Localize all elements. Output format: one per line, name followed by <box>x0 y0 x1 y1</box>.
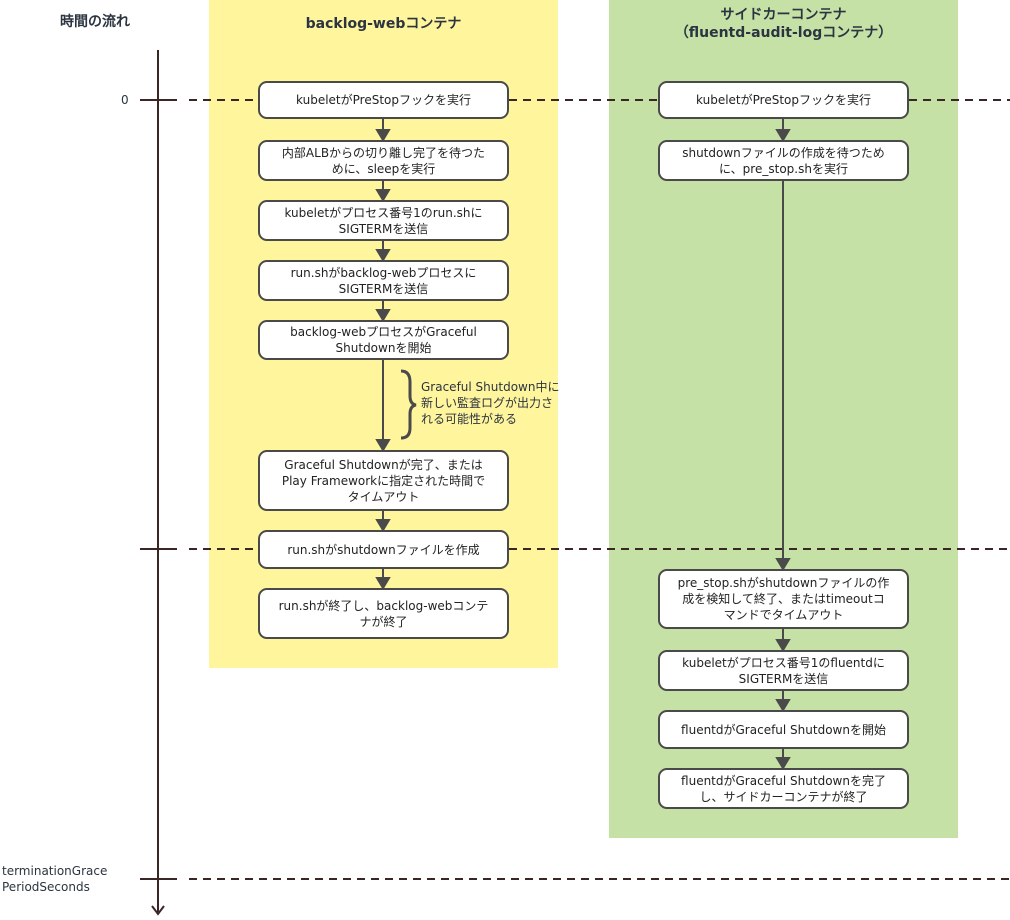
sidecar-title-line1: サイドカーコンテナ <box>720 7 847 23</box>
arrow-left-3 <box>375 249 391 262</box>
right-step-sigterm-fluentd: kubeletがプロセス番号1のfluentdに SIGTERMを送信 <box>658 650 909 691</box>
arrow-left-4 <box>375 309 391 322</box>
arrow-right-4 <box>775 699 791 712</box>
left-step-prestop: kubeletがPreStopフックを実行 <box>258 81 509 119</box>
left-step-create-shutdown-file: run.shがshutdownファイルを作成 <box>258 530 509 569</box>
arrow-left-5 <box>375 439 391 452</box>
sidecar-column-title: サイドカーコンテナ （fluentd-audit-logコンテナ） <box>609 6 958 42</box>
curly-brace-icon <box>400 369 417 440</box>
right-step-sidecar-exit: fluentdがGraceful Shutdownを完了 し、サイドカーコンテナ… <box>658 768 909 809</box>
backlog-web-column-title: backlog-webコンテナ <box>305 16 462 32</box>
arrow-left-1 <box>375 129 391 142</box>
right-step-fluentd-graceful-start: fluentdがGraceful Shutdownを開始 <box>658 710 909 749</box>
left-step-sigterm-backlog-web: run.shがbacklog-webプロセスに SIGTERMを送信 <box>258 260 509 301</box>
arrow-right-3 <box>775 639 791 652</box>
time-axis-arrowhead <box>151 905 165 916</box>
sidecar-title-line2: （fluentd-audit-logコンテナ） <box>674 25 893 41</box>
right-step-detect-shutdown-file: pre_stop.shがshutdownファイルの作 成を検知して終了、またはt… <box>658 569 909 629</box>
arrow-left-7 <box>375 577 391 590</box>
left-step-graceful-start: backlog-webプロセスがGraceful Shutdownを開始 <box>258 320 509 360</box>
time-axis-title: 時間の流れ <box>60 14 130 30</box>
arrow-left-6 <box>375 519 391 532</box>
right-step-prestop: kubeletがPreStopフックを実行 <box>658 81 909 119</box>
tick-label-termination-grace: terminationGrace PeriodSeconds <box>2 864 108 894</box>
tick-label-zero: 0 <box>121 93 129 107</box>
arrow-right-2 <box>775 558 791 571</box>
arrow-left-2 <box>375 189 391 202</box>
left-step-graceful-complete: Graceful Shutdownが完了、または Play Frameworkに… <box>258 450 509 511</box>
right-step-pre-stop-sh: shutdownファイルの作成を待つため に、pre_stop.shを実行 <box>658 140 909 181</box>
left-step-container-exit: run.shが終了し、backlog-webコンテ ナが終了 <box>258 588 509 639</box>
left-step-sleep: 内部ALBからの切り離し完了を待つた めに、sleepを実行 <box>258 140 509 181</box>
left-step-sigterm-run-sh: kubeletがプロセス番号1のrun.shに SIGTERMを送信 <box>258 200 509 241</box>
graceful-shutdown-note: Graceful Shutdown中に 新しい監査ログが出力さ れる可能性がある <box>421 380 560 426</box>
arrow-right-1 <box>775 129 791 142</box>
arrow-right-5 <box>775 757 791 770</box>
